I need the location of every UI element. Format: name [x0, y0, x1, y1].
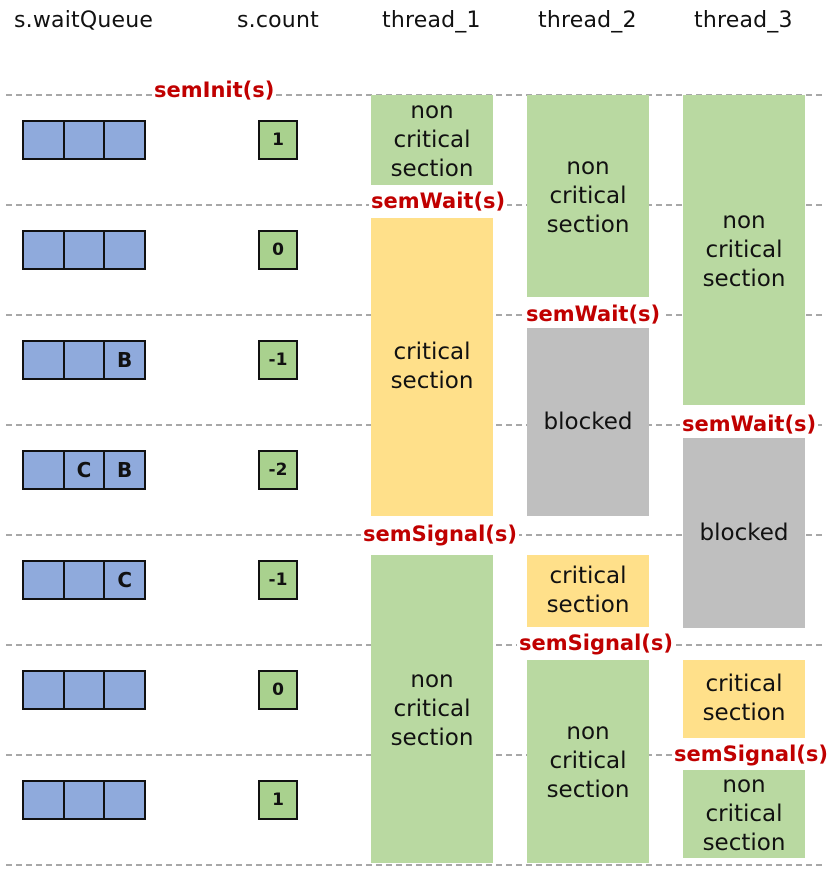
- queue-slot: [105, 122, 144, 158]
- thread1-non-critical-section: non critical section: [371, 555, 493, 863]
- queue-slot: [65, 782, 106, 818]
- thread3-non-critical-section: non critical section: [683, 95, 805, 405]
- queue-slot: [24, 782, 65, 818]
- thread3-sem-signal-label: semSignal(s): [672, 742, 828, 766]
- semaphore-count: -2: [258, 450, 298, 490]
- queue-slot: [65, 122, 106, 158]
- thread3-sem-wait-label: semWait(s): [680, 412, 819, 436]
- queue-slot: [105, 672, 144, 708]
- thread1-critical-section: critical section: [371, 218, 493, 516]
- timeline-separator: [6, 864, 822, 866]
- queue-slot: [24, 122, 65, 158]
- wait-queue: [22, 670, 146, 710]
- thread3-critical-section: critical section: [683, 660, 805, 738]
- sem-init-label: semInit(s): [152, 78, 277, 102]
- wait-queue: [22, 230, 146, 270]
- queue-slot: [24, 342, 65, 378]
- queue-slot: B: [117, 348, 133, 372]
- thread2-blocked-section: blocked: [527, 328, 649, 516]
- semaphore-count: 0: [258, 230, 298, 270]
- thread2-sem-signal-label: semSignal(s): [517, 631, 675, 655]
- queue-slot: [24, 562, 65, 598]
- semaphore-count: -1: [258, 560, 298, 600]
- thread2-non-critical-section: non critical section: [527, 95, 649, 297]
- header-thread-2: thread_2: [538, 8, 637, 33]
- semaphore-count: 1: [258, 120, 298, 160]
- thread2-critical-section: critical section: [527, 555, 649, 627]
- queue-slot: [65, 342, 106, 378]
- semaphore-count: 1: [258, 780, 298, 820]
- queue-slot: [24, 452, 65, 488]
- thread3-blocked-section: blocked: [683, 438, 805, 628]
- thread2-non-critical-section: non critical section: [527, 660, 649, 863]
- queue-slot: [24, 232, 65, 268]
- thread2-sem-wait-label: semWait(s): [524, 302, 663, 326]
- queue-slot: [105, 782, 144, 818]
- queue-slot: C: [65, 452, 106, 488]
- thread3-non-critical-section: non critical section: [683, 770, 805, 858]
- thread1-non-critical-section: non critical section: [371, 95, 493, 185]
- semaphore-count: -1: [258, 340, 298, 380]
- queue-slot: [65, 232, 106, 268]
- queue-slot: [24, 672, 65, 708]
- queue-slot: [65, 672, 106, 708]
- header-thread-3: thread_3: [694, 8, 793, 33]
- wait-queue: [22, 120, 146, 160]
- header-wait-queue: s.waitQueue: [14, 8, 154, 33]
- wait-queue: B: [22, 340, 146, 380]
- thread1-sem-wait-label: semWait(s): [369, 189, 508, 213]
- wait-queue: C B: [22, 450, 146, 490]
- header-thread-1: thread_1: [382, 8, 481, 33]
- thread1-sem-signal-label: semSignal(s): [361, 522, 519, 546]
- queue-slot: C: [117, 568, 133, 592]
- semaphore-count: 0: [258, 670, 298, 710]
- queue-slot: B: [117, 458, 133, 482]
- wait-queue: C: [22, 560, 146, 600]
- wait-queue: [22, 780, 146, 820]
- queue-slot: [65, 562, 106, 598]
- header-count: s.count: [237, 8, 319, 33]
- queue-slot: [105, 232, 144, 268]
